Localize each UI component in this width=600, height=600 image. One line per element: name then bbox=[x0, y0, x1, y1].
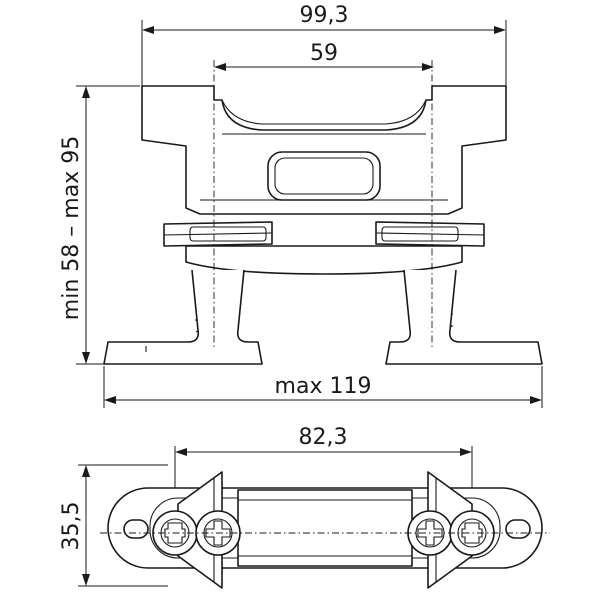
dimension-overall-base-width: max 119 bbox=[103, 366, 543, 408]
dimension-label-overall-base-width: max 119 bbox=[275, 374, 372, 399]
plan-view: 82,3 35,5 bbox=[59, 425, 550, 589]
right-end-slot bbox=[505, 519, 531, 539]
lower-crossbar bbox=[185, 245, 463, 275]
dimension-label-center-distance-bottom: 82,3 bbox=[299, 425, 348, 450]
dimension-height-range: min 58 – max 95 bbox=[59, 85, 140, 365]
left-clamp-plate bbox=[163, 221, 273, 247]
left-end-slot bbox=[123, 519, 149, 539]
center-slot bbox=[267, 151, 381, 201]
dimension-label-overall-top-width: 99,3 bbox=[300, 3, 349, 28]
dimension-label-height-range: min 58 – max 95 bbox=[59, 136, 84, 320]
side-elevation-view: 99,3 59 min 58 – max 95 max 119 bbox=[59, 3, 543, 408]
right-foot bbox=[385, 269, 543, 365]
dimension-overall-top-width: 99,3 bbox=[141, 3, 507, 86]
center-bar bbox=[237, 489, 413, 567]
upper-bracket-body bbox=[141, 85, 507, 215]
left-foot bbox=[103, 269, 263, 365]
dimension-bottom-height: 35,5 bbox=[59, 464, 168, 587]
dimension-center-distance-top: 59 bbox=[214, 41, 434, 71]
dimension-label-center-distance-top: 59 bbox=[310, 41, 338, 66]
right-clamp-plate bbox=[375, 221, 485, 247]
dimension-label-bottom-height: 35,5 bbox=[59, 502, 84, 551]
